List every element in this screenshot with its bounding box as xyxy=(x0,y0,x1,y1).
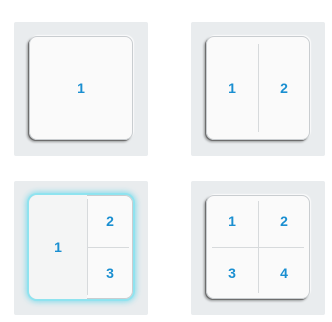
button-number-label: 3 xyxy=(228,265,236,281)
button-number-label: 2 xyxy=(280,213,288,229)
switch-button-3[interactable]: 3 xyxy=(206,247,258,299)
switch-frame-three-button: 1 2 3 xyxy=(14,181,148,315)
switch-button-1[interactable]: 1 xyxy=(29,36,133,140)
button-number-label: 1 xyxy=(228,213,236,229)
switch-button-2[interactable]: 2 xyxy=(258,36,310,140)
button-number-label: 4 xyxy=(280,265,288,281)
divider-line xyxy=(87,247,129,248)
switch-button-1[interactable]: 1 xyxy=(206,195,258,247)
button-number-label: 2 xyxy=(280,80,288,96)
switch-button-2[interactable]: 2 xyxy=(87,195,133,247)
divider-line xyxy=(258,44,259,132)
divider-line xyxy=(212,247,304,248)
button-number-label: 1 xyxy=(228,80,236,96)
switch-frame-two-button: 1 2 xyxy=(191,22,325,156)
switch-plate: 1 xyxy=(29,36,133,140)
button-number-label: 1 xyxy=(77,80,85,96)
switch-plate: 1 2 3 4 xyxy=(206,195,310,299)
switch-button-1[interactable]: 1 xyxy=(29,195,87,299)
switch-button-2[interactable]: 2 xyxy=(258,195,310,247)
switch-button-4[interactable]: 4 xyxy=(258,247,310,299)
switch-plate: 1 2 xyxy=(206,36,310,140)
button-number-label: 3 xyxy=(106,265,114,281)
switch-plate: 1 2 3 xyxy=(29,195,133,299)
switch-frame-four-button: 1 2 3 4 xyxy=(191,181,325,315)
switch-button-3[interactable]: 3 xyxy=(87,247,133,299)
button-number-label: 2 xyxy=(106,213,114,229)
switch-frame-one-button: 1 xyxy=(14,22,148,156)
switch-button-1[interactable]: 1 xyxy=(206,36,258,140)
button-number-label: 1 xyxy=(54,239,62,255)
